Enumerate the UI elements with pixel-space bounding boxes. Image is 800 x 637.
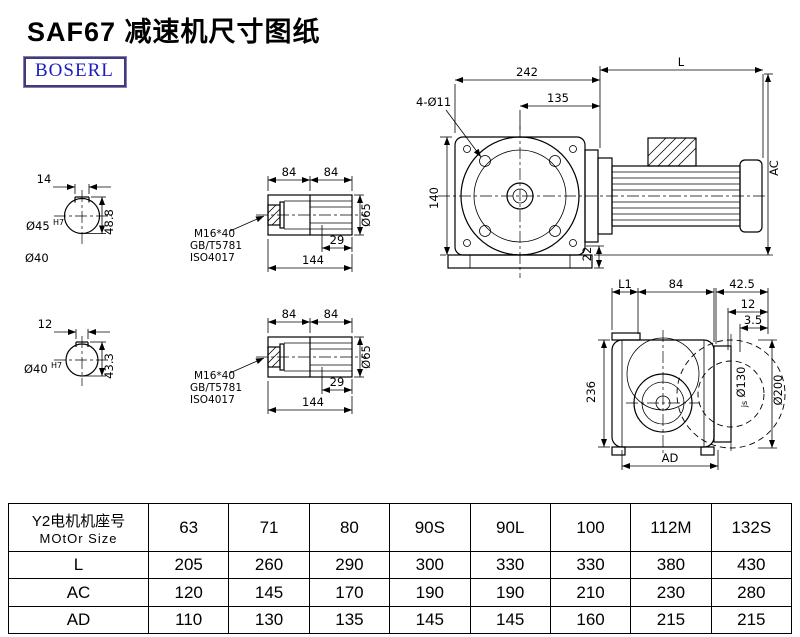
- dim-AC: AC: [767, 160, 781, 176]
- dim-84-right: 84: [324, 165, 339, 179]
- dim-42-5: 42.5: [729, 277, 755, 291]
- dim-135: 135: [547, 91, 569, 105]
- dim-84-left: 84: [282, 307, 297, 321]
- table-cell: 160: [549, 605, 632, 635]
- table-cell: 330: [549, 551, 632, 580]
- table-cell: 210: [549, 578, 632, 607]
- table-cell: 132S: [710, 502, 793, 553]
- table-cell: 120: [147, 578, 230, 607]
- table-cell: 190: [469, 578, 551, 607]
- table-cell: 205: [147, 551, 230, 580]
- dim-48-8: 48.8: [102, 209, 116, 235]
- bore-d40-tolerance: H7: [51, 361, 62, 370]
- dim-L: L: [678, 55, 685, 69]
- dim-84-left: 84: [282, 165, 297, 179]
- dim-29: 29: [330, 233, 345, 247]
- dim-d130: Ø130: [734, 366, 748, 397]
- bore-d45-tolerance: H7: [53, 218, 64, 227]
- bore-d40: Ø40: [24, 362, 48, 376]
- dim-keyway-14: 14: [37, 172, 52, 186]
- row-label-en: MOtOr Size: [39, 530, 118, 546]
- dim-144: 144: [302, 395, 324, 409]
- technical-drawing: 242 L 135 4-Ø11 140 22 AC: [24, 55, 786, 470]
- table-cell: 80: [308, 502, 391, 553]
- table-cell: 90S: [389, 502, 471, 553]
- dim-29: 29: [330, 375, 345, 389]
- bore-d45: Ø45: [26, 219, 50, 233]
- table-cell: 430: [710, 551, 793, 580]
- shaft-d40-label: Ø40: [25, 251, 49, 265]
- hollow-shaft-bottom: 84 84 29 144 Ø65 M16*40 GB/T5781 ISO4017: [190, 307, 373, 414]
- table-row: AC 120 145 170 190 190 210 230 280: [8, 578, 793, 607]
- dim-3-5: 3.5: [744, 313, 762, 327]
- side-view: L1 84 42.5 12 3.5 236 AD Ø200 Ø130 js: [584, 277, 786, 470]
- dim-AD: AD: [662, 451, 679, 465]
- row-label-cn: Y2电机机座号: [31, 512, 126, 530]
- bolt-note-2: GB/T5781: [190, 382, 242, 394]
- table-cell: 230: [630, 578, 712, 607]
- dim-236: 236: [584, 381, 598, 403]
- brand-logo: BOSERL: [24, 57, 126, 87]
- dim-84: 84: [669, 277, 684, 291]
- table-row: L 205 260 290 300 330 330 380 430: [8, 551, 793, 580]
- motor-size-table: Y2电机机座号 MOtOr Size 63 71 80 90S 90L 100 …: [8, 502, 793, 635]
- table-cell: 260: [228, 551, 310, 580]
- table-cell: 215: [710, 605, 793, 635]
- dim-144: 144: [302, 253, 324, 267]
- bore-section-top: 14 48.8 Ø45 H7 Ø40: [25, 172, 116, 265]
- bore-section-bottom: 12 43.3 Ø40 H7: [24, 317, 116, 386]
- table-row-label: L: [8, 551, 149, 580]
- dim-d65: Ø65: [359, 345, 373, 369]
- dim-84-right: 84: [324, 307, 339, 321]
- table-cell: 145: [228, 578, 310, 607]
- dim-d130-tolerance: js: [740, 401, 749, 408]
- table-cell: 130: [228, 605, 310, 635]
- main-front-view: 242 L 135 4-Ø11 140 22 AC: [416, 55, 781, 278]
- dim-d65: Ø65: [359, 203, 373, 227]
- dim-keyway-12: 12: [38, 317, 53, 331]
- table-cell: 100: [549, 502, 632, 553]
- table-row-label: AD: [8, 605, 149, 635]
- table-cell: 110: [147, 605, 230, 635]
- bolt-note-2: GB/T5781: [190, 240, 242, 252]
- table-cell: 71: [228, 502, 310, 553]
- dim-22: 22: [580, 247, 594, 262]
- table-row-label: Y2电机机座号 MOtOr Size: [8, 502, 149, 553]
- table-row-label: AC: [8, 578, 149, 607]
- table-cell: 330: [469, 551, 551, 580]
- hollow-shaft-top: 84 84 29 144 Ø65 M16*40 GB/T5781 ISO4017: [190, 165, 373, 272]
- bolt-note-3: ISO4017: [190, 252, 235, 264]
- table-cell: 145: [389, 605, 471, 635]
- table-cell: 90L: [469, 502, 551, 553]
- table-cell: 135: [308, 605, 391, 635]
- table-cell: 290: [308, 551, 391, 580]
- bolt-note-1: M16*40: [194, 370, 235, 382]
- dim-12: 12: [741, 297, 756, 311]
- table-cell: 280: [710, 578, 793, 607]
- table-cell: 300: [389, 551, 471, 580]
- table-cell: 170: [308, 578, 391, 607]
- holes-note: 4-Ø11: [416, 95, 451, 109]
- table-row: Y2电机机座号 MOtOr Size 63 71 80 90S 90L 100 …: [8, 502, 793, 553]
- dim-43-3: 43.3: [102, 353, 116, 379]
- dim-242: 242: [516, 65, 538, 79]
- table-cell: 112M: [630, 502, 712, 553]
- table-cell: 145: [469, 605, 551, 635]
- bolt-note-3: ISO4017: [190, 394, 235, 406]
- table-cell: 190: [389, 578, 471, 607]
- table-cell: 63: [147, 502, 230, 553]
- page-title: SAF67 减速机尺寸图纸: [27, 17, 321, 47]
- dim-140: 140: [427, 187, 441, 209]
- dim-L1: L1: [618, 277, 632, 291]
- table-cell: 215: [630, 605, 712, 635]
- motor-size-table-container: Y2电机机座号 MOtOr Size 63 71 80 90S 90L 100 …: [8, 502, 793, 635]
- table-row: AD 110 130 135 145 145 160 215 215: [8, 605, 793, 635]
- table-cell: 380: [630, 551, 712, 580]
- dim-d200: Ø200: [771, 374, 785, 405]
- bolt-note-1: M16*40: [194, 228, 235, 240]
